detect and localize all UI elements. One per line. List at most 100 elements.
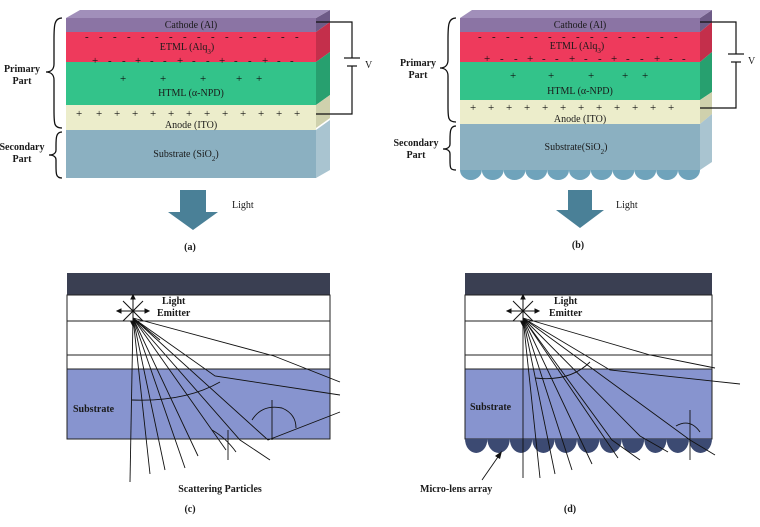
light-label-a: Light (232, 200, 254, 211)
svg-text:-: - (640, 53, 644, 65)
substrate-label: Substrate (SiO2) (153, 149, 218, 163)
svg-text:-: - (192, 55, 196, 67)
svg-text:-: - (206, 55, 210, 67)
svg-text:+: + (92, 55, 98, 67)
svg-text:+: + (236, 73, 242, 85)
substrate-side (316, 120, 330, 178)
charges-b: --------------- +--+--+--+--+-- +++++ ++… (470, 31, 686, 114)
substrate-label-d: Substrate (470, 402, 512, 413)
svg-text:-: - (234, 55, 238, 67)
etml-side (316, 22, 330, 62)
svg-text:-: - (113, 31, 117, 43)
top-dark-layer-c (67, 273, 330, 295)
substrate-layer-b (460, 124, 700, 170)
svg-text:+: + (262, 55, 268, 67)
svg-text:+: + (632, 102, 638, 114)
svg-text:-: - (660, 31, 664, 43)
svg-text:+: + (114, 108, 120, 120)
secondary-label-b-2: Part (407, 150, 427, 161)
svg-text:+: + (578, 102, 584, 114)
svg-text:-: - (626, 53, 630, 65)
svg-text:-: - (555, 53, 559, 65)
etml-label-b: ETML (Alq3) (550, 41, 605, 55)
emitter-label-d: Light (554, 296, 578, 307)
lens-arc-d (675, 422, 701, 433)
svg-text:+: + (240, 108, 246, 120)
secondary-brace-a (48, 131, 63, 179)
light-label-b: Light (616, 200, 638, 211)
panel-b-caption: (b) (572, 240, 584, 251)
svg-text:-: - (492, 31, 496, 43)
svg-text:-: - (542, 53, 546, 65)
light-rays-d (522, 317, 741, 479)
organic-layers-d (464, 294, 713, 370)
svg-text:+: + (614, 102, 620, 114)
svg-text:+: + (527, 53, 533, 65)
html-layer-b (460, 62, 700, 100)
svg-text:-: - (514, 53, 518, 65)
panel-b: Cathode (Al) ETML (Alq3) HTML (α-NPD) An… (394, 10, 756, 251)
panel-d: Substrate Light Emitter (420, 273, 741, 515)
svg-text:-: - (500, 53, 504, 65)
svg-text:+: + (168, 108, 174, 120)
substrate-side-b (700, 114, 712, 170)
microlens-array-d (465, 439, 712, 454)
svg-text:-: - (155, 31, 159, 43)
svg-text:-: - (99, 31, 103, 43)
svg-text:-: - (604, 31, 608, 43)
substrate-label-b: Substrate(SiO2) (545, 142, 608, 156)
primary-label-a-2: Part (13, 76, 33, 87)
svg-text:+: + (484, 53, 490, 65)
primary-label-a: Primary (4, 64, 40, 75)
svg-text:-: - (478, 31, 482, 43)
annotation-c: Scattering Particles (178, 484, 262, 495)
anode-layer-b (460, 100, 700, 124)
etml-layer (66, 32, 316, 62)
svg-text:-: - (632, 31, 636, 43)
substrate-block-c (66, 368, 331, 440)
secondary-label-b: Secondary (394, 138, 439, 149)
svg-text:+: + (177, 55, 183, 67)
svg-text:+: + (560, 102, 566, 114)
svg-text:-: - (163, 55, 167, 67)
html-side-b (700, 52, 712, 100)
circuit-a (316, 21, 360, 115)
svg-text:+: + (650, 102, 656, 114)
svg-text:-: - (197, 31, 201, 43)
svg-text:+: + (569, 53, 575, 65)
panel-d-caption: (d) (564, 504, 576, 515)
svg-text:-: - (598, 53, 602, 65)
cathode-side-b (700, 10, 712, 32)
emitter-label-c-2: Emitter (157, 308, 191, 319)
svg-text:-: - (127, 31, 131, 43)
svg-text:-: - (548, 31, 552, 43)
svg-text:+: + (160, 73, 166, 85)
svg-text:+: + (596, 102, 602, 114)
cathode-label: Cathode (Al) (165, 20, 218, 31)
svg-text:-: - (562, 31, 566, 43)
svg-text:+: + (258, 108, 264, 120)
svg-text:-: - (267, 31, 271, 43)
svg-text:+: + (219, 55, 225, 67)
svg-text:-: - (169, 31, 173, 43)
panel-a-caption: (a) (184, 242, 196, 253)
svg-text:+: + (96, 108, 102, 120)
svg-text:+: + (186, 108, 192, 120)
anode-side (316, 95, 330, 128)
angle-arc-c2 (251, 406, 297, 429)
microlens-row-b (460, 170, 700, 180)
secondary-label-a: Secondary (0, 142, 45, 153)
secondary-label-a-2: Part (13, 154, 33, 165)
svg-text:-: - (183, 31, 187, 43)
etml-side-b (700, 22, 712, 62)
circuit-b (700, 21, 744, 109)
svg-text:-: - (281, 31, 285, 43)
angle-arc-d (534, 361, 591, 380)
svg-text:+: + (588, 70, 594, 82)
svg-text:+: + (76, 108, 82, 120)
charges-a: ---------------- +--+--+--+--+-- +++++ +… (76, 31, 300, 120)
svg-text:-: - (239, 31, 243, 43)
svg-text:-: - (225, 31, 229, 43)
cathode-layer (66, 18, 316, 32)
